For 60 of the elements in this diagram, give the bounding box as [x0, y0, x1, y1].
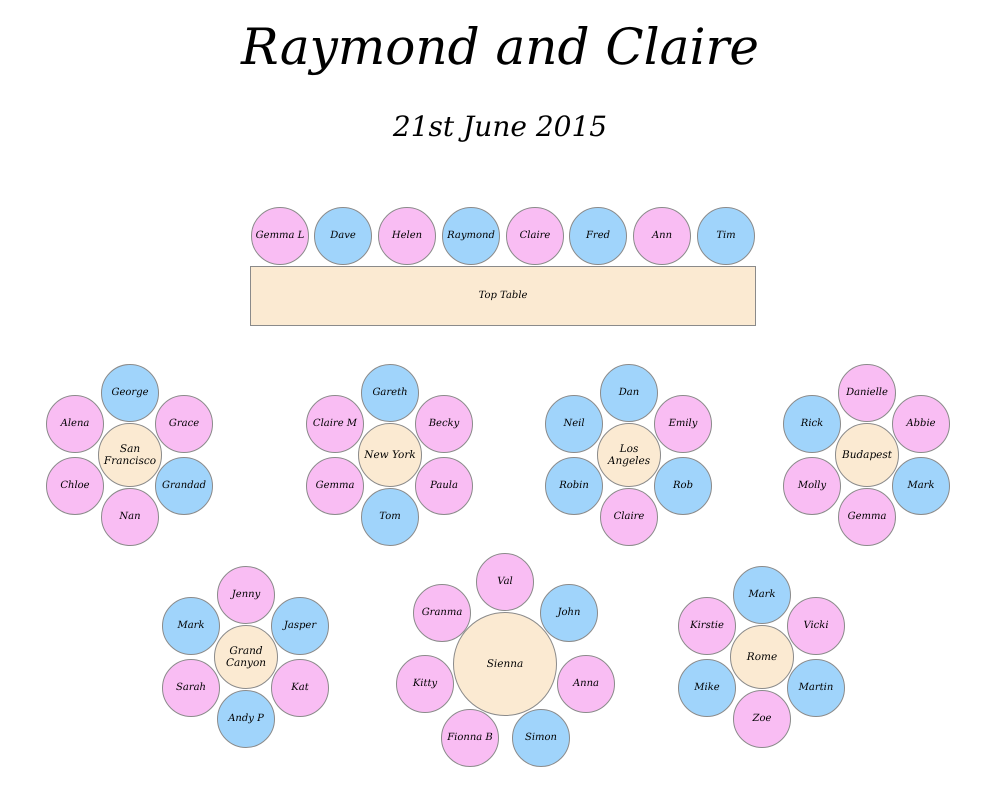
seat-circle: Andy P	[217, 690, 275, 748]
seat-circle: Fred	[569, 207, 627, 265]
round-table: Grand Canyon	[214, 625, 278, 689]
seat-circle: Neil	[545, 395, 603, 453]
seat-circle: Claire M	[306, 395, 364, 453]
rectangular-table: Top Table	[250, 266, 756, 326]
seat-circle: Dave	[314, 207, 372, 265]
seat-circle: Chloe	[46, 457, 104, 515]
seat-circle: Tim	[697, 207, 755, 265]
seat-circle: Sarah	[162, 659, 220, 717]
seat-circle: Mark	[162, 597, 220, 655]
seat-circle: Martin	[787, 659, 845, 717]
round-table: Rome	[730, 625, 794, 689]
round-table: New York	[358, 423, 422, 487]
seat-circle: Val	[476, 553, 534, 611]
seat-circle: Grace	[155, 395, 213, 453]
seat-circle: George	[101, 364, 159, 422]
seat-circle: Mike	[678, 659, 736, 717]
seat-circle: Kitty	[396, 655, 454, 713]
seat-circle: Helen	[378, 207, 436, 265]
seat-circle: Kirstie	[678, 597, 736, 655]
seat-circle: Alena	[46, 395, 104, 453]
subtitle: 21st June 2015	[392, 110, 608, 143]
round-table: Los Angeles	[597, 423, 661, 487]
round-table: Budapest	[835, 423, 899, 487]
title: Raymond and Claire	[239, 18, 760, 76]
seat-circle: Jasper	[271, 597, 329, 655]
seat-circle: Mark	[733, 566, 791, 624]
seat-circle: Kat	[271, 659, 329, 717]
seat-circle: Zoe	[733, 690, 791, 748]
seat-circle: Simon	[512, 709, 570, 767]
seat-circle: Jenny	[217, 566, 275, 624]
seat-circle: Molly	[783, 457, 841, 515]
seat-circle: Mark	[892, 457, 950, 515]
seat-circle: Paula	[415, 457, 473, 515]
seat-circle: Tom	[361, 488, 419, 546]
seat-circle: Vicki	[787, 597, 845, 655]
seat-circle: Dan	[600, 364, 658, 422]
seat-circle: Grandad	[155, 457, 213, 515]
seat-circle: Ann	[633, 207, 691, 265]
seat-circle: Gemma	[838, 488, 896, 546]
seat-circle: Claire	[506, 207, 564, 265]
seat-circle: Gareth	[361, 364, 419, 422]
seat-circle: Rick	[783, 395, 841, 453]
seat-circle: Danielle	[838, 364, 896, 422]
seat-circle: Anna	[557, 655, 615, 713]
seat-circle: Emily	[654, 395, 712, 453]
seat-circle: Claire	[600, 488, 658, 546]
seat-circle: Robin	[545, 457, 603, 515]
seat-circle: Rob	[654, 457, 712, 515]
round-table: San Francisco	[98, 423, 162, 487]
seat-circle: Gemma	[306, 457, 364, 515]
seat-circle: Nan	[101, 488, 159, 546]
seat-circle: Abbie	[892, 395, 950, 453]
seat-circle: Becky	[415, 395, 473, 453]
seat-circle: Raymond	[442, 207, 500, 265]
seat-circle: Fionna B	[441, 709, 499, 767]
seat-circle: Granma	[413, 584, 471, 642]
seat-circle: Gemma L	[251, 207, 309, 265]
seat-circle: John	[540, 584, 598, 642]
